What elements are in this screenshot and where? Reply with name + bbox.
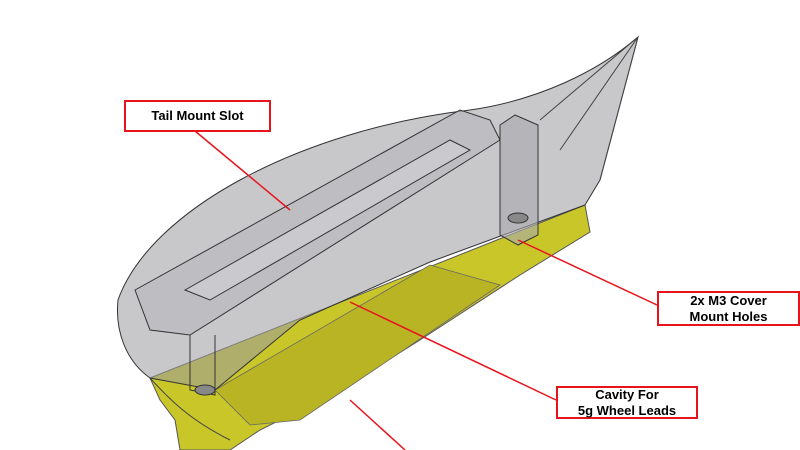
callout-text: Tail Mount Slot	[151, 108, 244, 123]
callout-text: Mount Holes	[689, 308, 768, 324]
callout-text: 2x M3 Cover	[690, 292, 767, 308]
m3-mount-hole-post	[194, 114, 539, 396]
leader-lines	[194, 130, 658, 450]
callout-cover-mount-holes: 2x M3 Cover Mount Holes	[657, 291, 800, 326]
tail-mount-slot-shape	[134, 109, 501, 396]
offscreen-leader	[349, 399, 406, 450]
callout-text: 5g Wheel Leads	[577, 402, 677, 418]
cover-holes-leader	[517, 239, 658, 306]
callout-tail-mount-slot: Tail Mount Slot	[124, 100, 271, 132]
tail-mount-leader	[194, 130, 291, 211]
hull-bottom-yellow	[149, 204, 591, 450]
callout-text: Cavity For	[595, 386, 659, 402]
callout-weight-cavity: Cavity For 5g Wheel Leads	[556, 386, 698, 419]
cavity-leader	[349, 301, 557, 401]
